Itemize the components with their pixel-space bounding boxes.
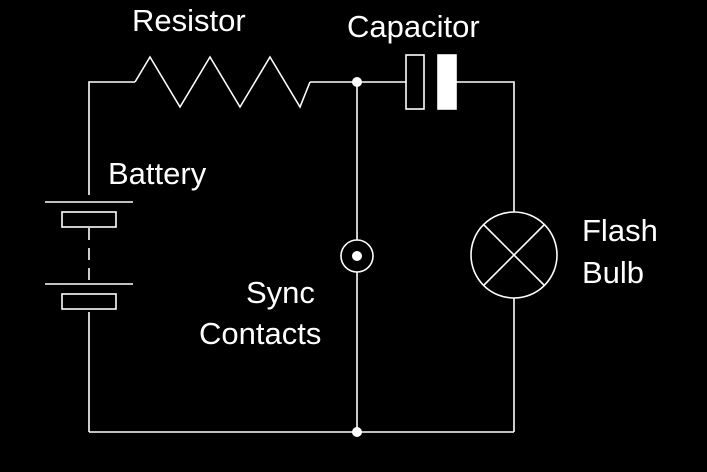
sync-contact-dot xyxy=(352,251,362,261)
sync-label-line1: Sync xyxy=(246,275,315,310)
sync-contacts xyxy=(340,239,374,273)
flash-bulb xyxy=(470,211,558,299)
capacitor-label: Capacitor xyxy=(347,9,480,44)
flash-label-line2: Bulb xyxy=(582,255,645,290)
battery xyxy=(45,201,133,310)
resistor-label: Resistor xyxy=(132,3,246,38)
resistor xyxy=(134,55,311,109)
junction-top xyxy=(352,77,362,87)
flash-label-line1: Flash xyxy=(582,213,658,248)
capacitor xyxy=(405,54,457,110)
wire-top-right xyxy=(456,81,515,212)
sync-label-line2: Contacts xyxy=(199,316,322,351)
junction-bottom xyxy=(352,427,362,437)
wire-top-left xyxy=(88,81,135,195)
battery-label: Battery xyxy=(108,156,207,191)
